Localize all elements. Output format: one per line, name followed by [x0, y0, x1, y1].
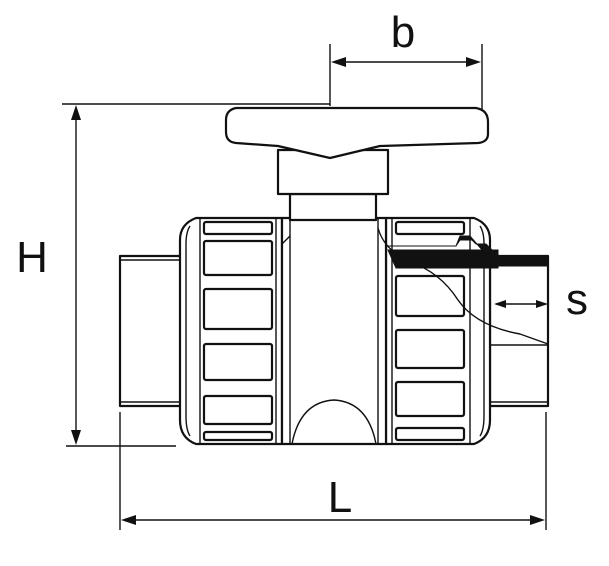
dimension-l: L	[119, 412, 547, 530]
dimension-h: H	[16, 103, 330, 447]
dimension-b-label: b	[391, 8, 415, 57]
dimension-s-label: s	[566, 275, 588, 324]
dimension-h-label: H	[16, 233, 48, 282]
valve-stem	[276, 148, 390, 222]
cutaway-section	[377, 227, 549, 345]
dimension-s: s	[494, 275, 588, 324]
right-pipe-socket	[488, 254, 550, 408]
left-union-nut	[178, 216, 284, 446]
valve-body	[280, 216, 388, 446]
dimension-l-label: L	[328, 473, 352, 522]
handle	[224, 106, 490, 160]
left-pipe-socket	[118, 254, 188, 408]
dimension-b: b	[329, 8, 483, 110]
